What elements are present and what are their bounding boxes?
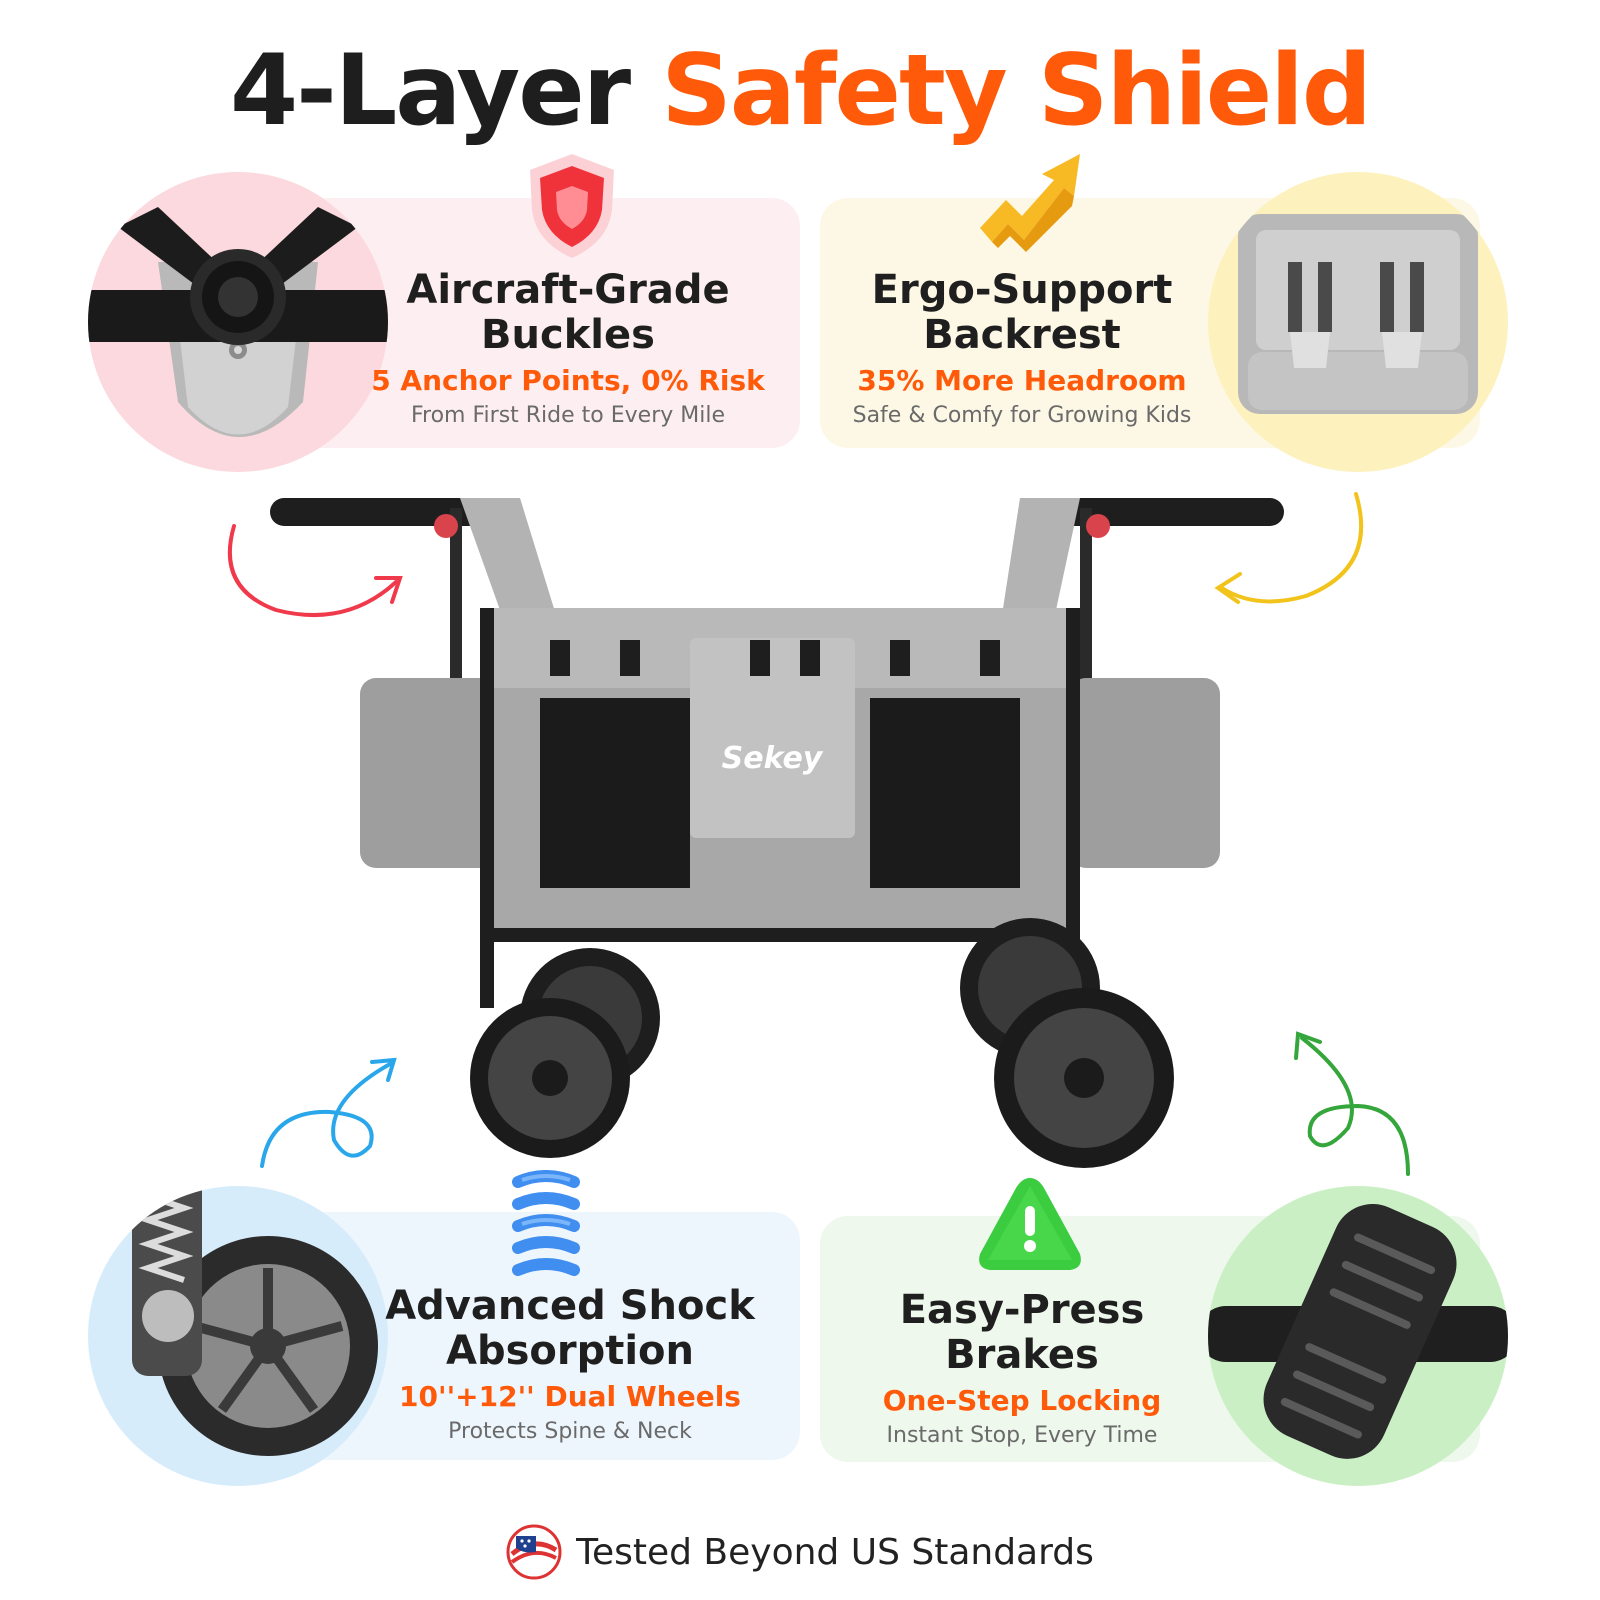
feature-description: Safe & Comfy for Growing Kids bbox=[852, 403, 1192, 429]
feature-title-line-2: Brakes bbox=[945, 1331, 1099, 1378]
feature-title-line-2: Buckles bbox=[481, 311, 655, 358]
wheel-suspension-icon bbox=[132, 1186, 378, 1456]
feature-title-line-1: Advanced Shock bbox=[385, 1283, 755, 1329]
harness-buckle-icon bbox=[88, 207, 388, 437]
us-flag-badge-icon bbox=[506, 1524, 562, 1580]
arrow-up-icon bbox=[972, 144, 1088, 260]
feature-description: From First Ride to Every Mile bbox=[410, 403, 725, 429]
feature-text-backrest: Ergo-Support Backrest 35% More Headroom … bbox=[822, 268, 1222, 430]
green-loop-arrow-icon bbox=[1294, 1031, 1410, 1176]
buckle-photo-circle bbox=[88, 172, 388, 472]
shield-icon bbox=[524, 150, 620, 262]
feature-highlight: 10''+12'' Dual Wheels bbox=[399, 1379, 741, 1413]
stroller-wagon-image: Sekey bbox=[270, 498, 1284, 1168]
warning-icon bbox=[974, 1172, 1086, 1276]
feature-description: Protects Spine & Neck bbox=[448, 1419, 692, 1445]
spring-icon bbox=[508, 1170, 584, 1288]
page-title: 4-Layer Safety Shield bbox=[0, 37, 1600, 146]
feature-title-line-2: Backrest bbox=[923, 311, 1121, 358]
feature-text-buckles: Aircraft-Grade Buckles 5 Anchor Points, … bbox=[368, 268, 768, 430]
blue-loop-arrow-icon bbox=[260, 1057, 397, 1168]
feature-title-line-1: Ergo-Support bbox=[871, 267, 1173, 313]
title-part-2: Safety Shield bbox=[661, 34, 1372, 148]
feature-highlight: 5 Anchor Points, 0% Risk bbox=[371, 363, 765, 397]
shock-photo-circle bbox=[88, 1186, 388, 1486]
feature-highlight: 35% More Headroom bbox=[857, 363, 1187, 397]
feature-title-line-2: Absorption bbox=[445, 1327, 695, 1374]
footer-text: Tested Beyond US Standards bbox=[576, 1531, 1094, 1573]
yellow-curved-arrow-icon bbox=[1214, 492, 1364, 604]
brake-pedal-icon bbox=[1208, 1204, 1508, 1459]
seat-backrest-icon bbox=[1238, 214, 1478, 414]
title-part-1: 4-Layer bbox=[229, 34, 631, 148]
feature-text-brakes: Easy-Press Brakes One-Step Locking Insta… bbox=[822, 1288, 1222, 1450]
feature-title-line-1: Aircraft-Grade bbox=[406, 267, 730, 313]
feature-description: Instant Stop, Every Time bbox=[886, 1423, 1158, 1449]
footer: Tested Beyond US Standards bbox=[0, 1524, 1600, 1580]
feature-highlight: One-Step Locking bbox=[882, 1383, 1162, 1417]
feature-text-shock: Advanced Shock Absorption 10''+12'' Dual… bbox=[370, 1284, 770, 1446]
brake-photo-circle bbox=[1208, 1186, 1508, 1486]
brand-logo: Sekey bbox=[722, 741, 824, 776]
backrest-photo-circle bbox=[1208, 172, 1508, 472]
feature-title-line-1: Easy-Press bbox=[899, 1287, 1145, 1333]
red-curved-arrow-icon bbox=[227, 524, 403, 617]
